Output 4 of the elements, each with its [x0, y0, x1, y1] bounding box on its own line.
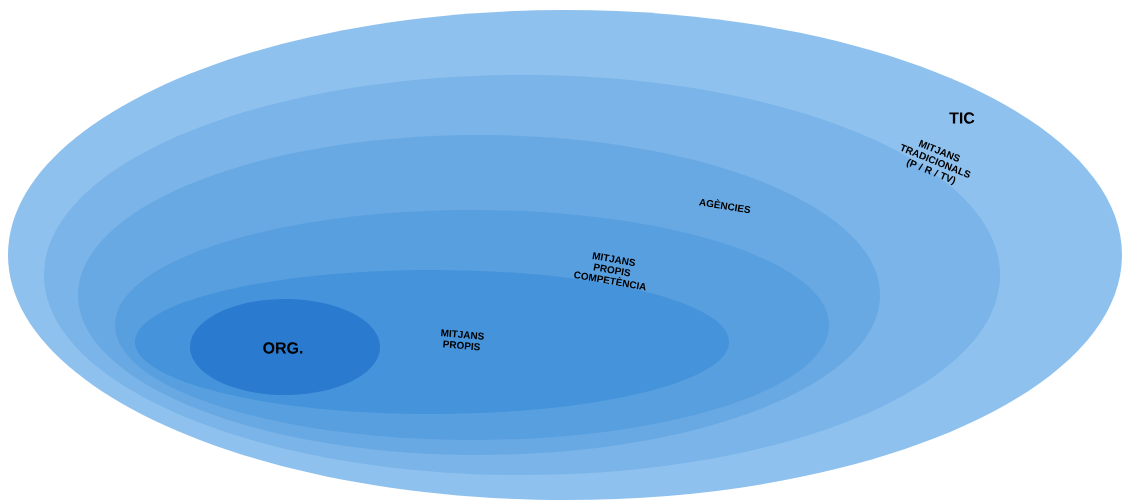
ellipse-label: AGÈNCIES — [698, 198, 751, 214]
ellipse-label: ORG. — [263, 342, 303, 354]
ellipse-label: TIC — [949, 112, 975, 124]
ellipse-label: MITJANS PROPIS — [441, 329, 484, 351]
